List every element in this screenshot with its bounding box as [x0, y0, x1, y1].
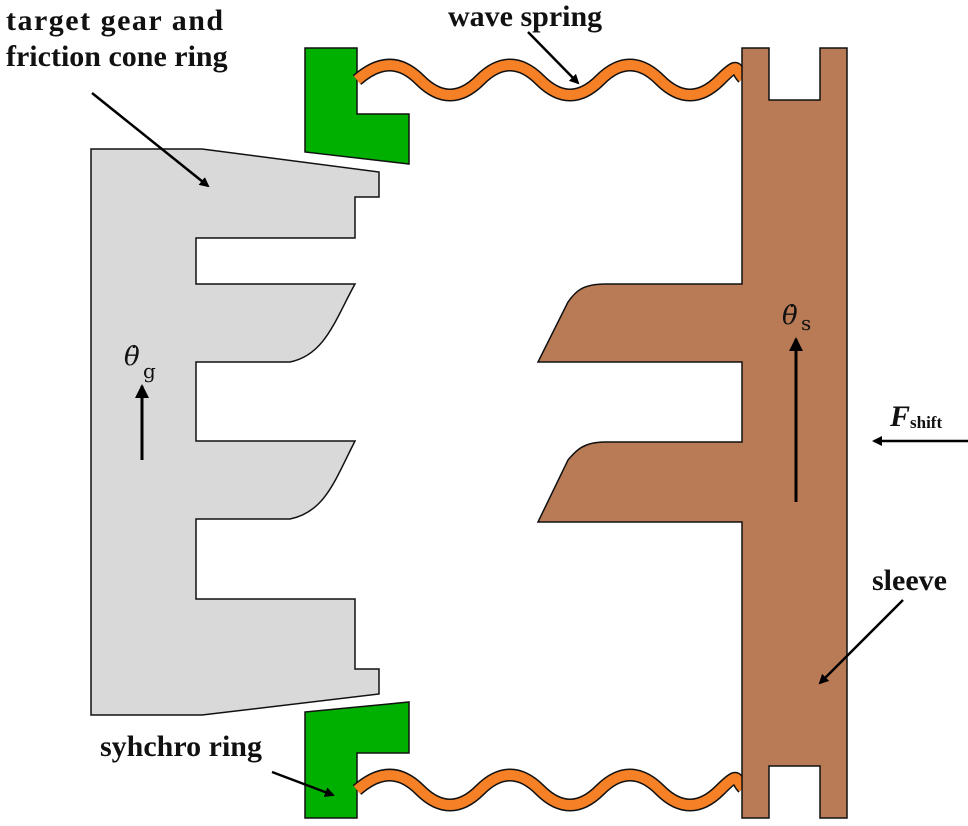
- sleeve-arrow: [818, 599, 904, 685]
- sleeve-label: sleeve: [872, 564, 947, 597]
- sleeve-speed-symbol: θ̇: [782, 301, 798, 331]
- target-gear-label-line2: friction cone ring: [6, 40, 228, 73]
- target-gear-body: [90, 148, 380, 716]
- wave-spring-arrow: [527, 31, 580, 85]
- shift-force-subscript: shift: [910, 413, 942, 432]
- sleeve-body: [536, 47, 848, 819]
- synchro-ring-bottom: [304, 701, 410, 819]
- target-gear-arrow: [91, 92, 210, 188]
- wave-spring-label: wave spring: [448, 0, 602, 33]
- synchro-ring-arrow: [271, 770, 335, 797]
- wave-spring-bottom-fill: [353, 770, 747, 810]
- gear-speed-subscript: g: [143, 359, 156, 383]
- target-gear-label-line1: target gear and: [6, 4, 225, 37]
- synchro-ring-top: [304, 47, 410, 165]
- gear-speed-symbol: θ̇: [124, 342, 140, 372]
- sleeve-speed-subscript: s: [801, 311, 811, 335]
- wave-spring-top-fill: [353, 60, 747, 100]
- shift-force-symbol: F: [889, 400, 910, 433]
- synchro-ring-label: syhchro ring: [100, 730, 262, 763]
